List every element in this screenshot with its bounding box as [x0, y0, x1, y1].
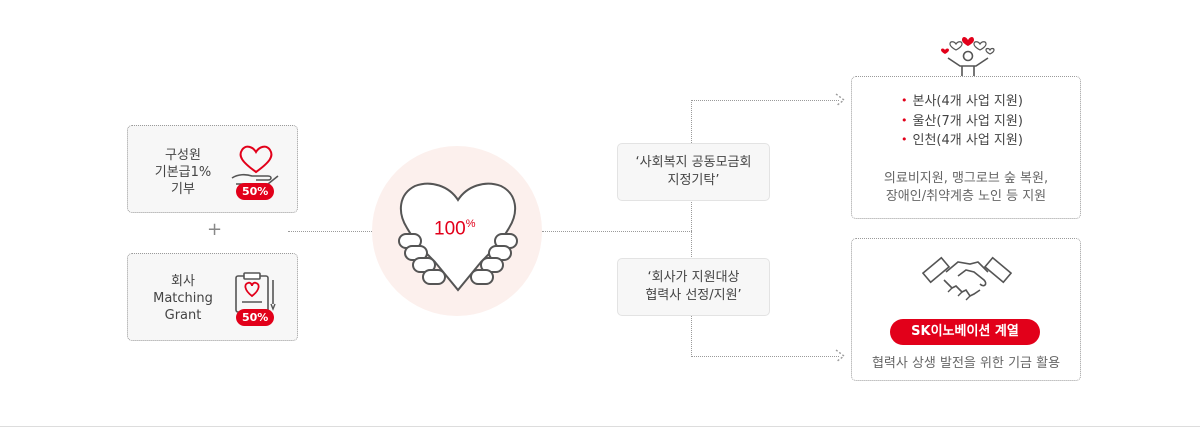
route-partner-select-label: ‘회사가 지원대상 협력사 선정/지원’: [617, 269, 770, 305]
route-box-community-chest: [617, 143, 770, 201]
region-item-incheon: 인천(4개 사업 지원): [901, 131, 1023, 151]
source-employee-badge: 50%: [236, 183, 275, 200]
connector-top-branch: [691, 100, 839, 101]
heart-hands-icon: [398, 182, 518, 292]
partners-description: 협력사 상생 발전을 위한 기금 활용: [871, 356, 1061, 371]
connector-bottom-branch: [691, 356, 839, 357]
source-company-label: 회사 Matching Grant: [138, 273, 228, 324]
source-employee-line-2: 기본급1%: [154, 165, 212, 180]
plus-sign: +: [207, 219, 223, 240]
region-item-headquarters: 본사(4개 사업 지원): [901, 92, 1023, 112]
source-company-line-3: Grant: [164, 308, 202, 323]
region-item-ulsan: 울산(7개 사업 지원): [901, 112, 1023, 132]
route-2-line-1: ‘회사가 지원대상: [647, 270, 740, 285]
welfare-description: 의료비지원, 맹그로브 숲 복원, 장애인/취약계층 노인 등 지원: [851, 170, 1081, 206]
center-unit: %: [465, 218, 476, 230]
source-employee-label: 구성원 기본급1% 기부: [138, 147, 228, 198]
handshake-icon: [922, 256, 1012, 301]
center-value: 100: [434, 218, 466, 240]
sk-innovation-pill: SK이노베이션 계열: [890, 319, 1040, 345]
source-box-company: [127, 253, 298, 341]
route-box-partner-select: [617, 258, 770, 316]
connector-center-routes: [542, 231, 692, 232]
source-employee-line-1: 구성원: [165, 148, 201, 163]
arrow-bottom-icon: [835, 349, 846, 363]
source-employee-line-3: 기부: [171, 182, 195, 197]
welfare-description-line-2: 장애인/취약계층 노인 등 지원: [885, 189, 1047, 204]
route-1-line-2: 지정기탁’: [667, 173, 720, 188]
center-percentage: 100%: [434, 218, 475, 240]
route-community-chest-label: ‘사회복지 공동모금회 지정기탁’: [617, 154, 770, 190]
region-list: 본사(4개 사업 지원) 울산(7개 사업 지원) 인천(4개 사업 지원): [901, 92, 1023, 151]
source-company-badge: 50%: [236, 309, 275, 326]
target-box-partners: [851, 238, 1081, 381]
bottom-divider: [0, 426, 1200, 427]
connector-sources-center: [288, 231, 372, 232]
person-hearts-icon: [941, 37, 995, 78]
welfare-description-line-1: 의료비지원, 맹그로브 숲 복원,: [883, 171, 1049, 186]
source-company-line-1: 회사: [171, 274, 195, 289]
route-1-line-1: ‘사회복지 공동모금회: [635, 155, 752, 170]
route-2-line-2: 협력사 선정/지원’: [645, 288, 742, 303]
connector-trunk: [691, 100, 692, 357]
arrow-top-icon: [835, 93, 846, 107]
source-company-line-2: Matching: [153, 291, 213, 306]
